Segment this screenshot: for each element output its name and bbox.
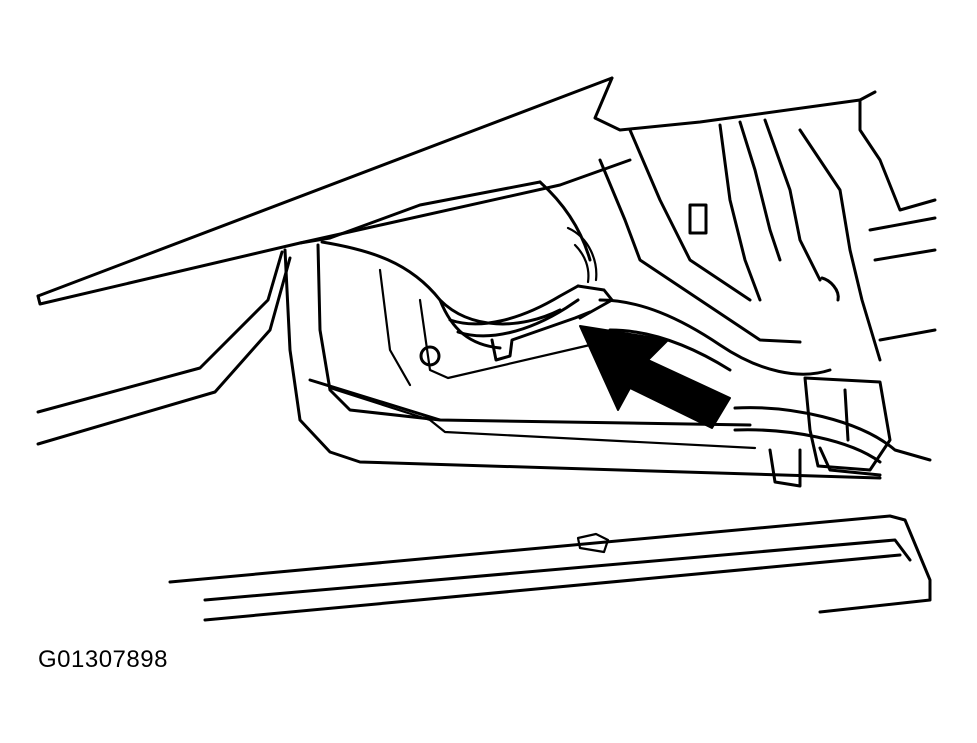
exhaust-pipe <box>598 298 932 464</box>
exhaust-clamp <box>448 284 614 362</box>
upper-body-panel <box>36 76 877 306</box>
drain-plug <box>576 532 610 554</box>
bracket-tab <box>688 203 708 235</box>
sensor-connector <box>768 376 892 488</box>
heat-shield-tray <box>283 243 882 480</box>
left-side-panel <box>36 250 292 446</box>
lower-floor-panel <box>168 514 932 622</box>
arrow-icon <box>579 325 731 429</box>
figure-id-label: G01307898 <box>38 646 168 673</box>
bolt-head <box>419 345 441 367</box>
frame-rail <box>598 98 937 362</box>
